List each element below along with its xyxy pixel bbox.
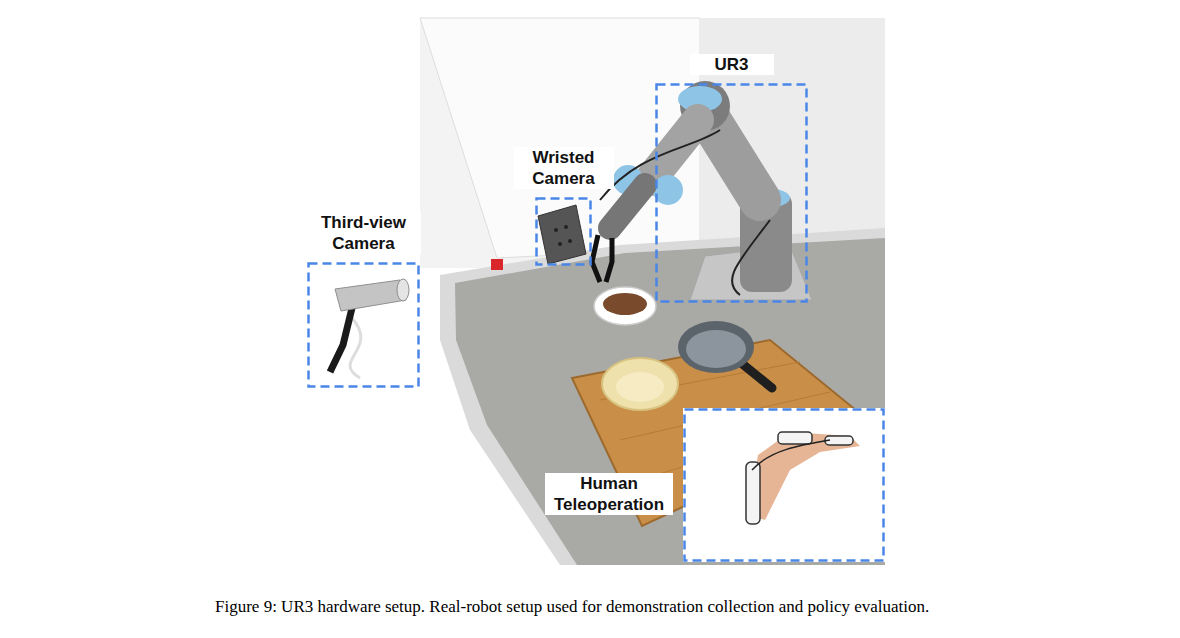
room-walls: [700, 18, 885, 243]
nut-bowl: [603, 293, 647, 315]
nut-bowl: [594, 287, 656, 325]
third-view-camera: [335, 280, 406, 311]
room-walls: [420, 18, 885, 268]
robot-arm: [606, 238, 612, 282]
frying-pan: [740, 362, 772, 388]
table-top: [440, 228, 885, 565]
yellow-bowl: [616, 372, 664, 402]
camera-box: Wristed Camera: [535, 197, 592, 266]
third-view-camera: [397, 279, 409, 301]
part-label: Third-view Camera: [307, 212, 421, 255]
robot-arm: [592, 81, 812, 300]
dashed-outline: [537, 199, 591, 265]
wrist-camera: [558, 242, 562, 246]
teleoperation-photo: [683, 408, 885, 562]
red-cube: [491, 259, 503, 270]
teleoperation-photo: [683, 408, 885, 562]
dashed-outline: [685, 410, 884, 561]
part-label: Wristed Camera: [514, 147, 614, 190]
third-view-camera: [330, 308, 352, 372]
yellow-bowl: [602, 358, 678, 410]
dashed-outline: [655, 83, 808, 303]
robot-arm: [610, 185, 645, 228]
table-top: [440, 228, 885, 565]
dashed-outline: [683, 408, 885, 562]
dashed-outline: [307, 262, 420, 388]
robot-arm: [600, 130, 720, 200]
robot-arm: [732, 220, 770, 295]
table-top: [455, 238, 885, 565]
wrist-camera: [538, 205, 586, 264]
teleoperation-photo: [778, 432, 812, 444]
frying-pan: [678, 321, 754, 373]
teleoperation-box: Human Teleoperation: [683, 408, 885, 562]
teleoperation-photo: [748, 432, 860, 520]
room-walls: [298, 18, 885, 565]
nut-bowl: [594, 287, 656, 325]
part-label: UR3: [690, 54, 774, 75]
frying-pan: [686, 330, 746, 368]
wrist-camera: [568, 239, 572, 243]
camera-box: Third-view Camera: [307, 262, 420, 388]
third-view-camera: [350, 318, 361, 378]
part-label: Human Teleoperation: [545, 473, 673, 516]
third-view-camera: [330, 279, 409, 378]
red-cube: [491, 259, 503, 270]
teleoperation-photo: [752, 440, 830, 470]
wrist-camera: [554, 228, 558, 232]
dashed-outline: [309, 264, 419, 387]
frying-pan: [678, 321, 772, 388]
robot-arm: [592, 235, 600, 282]
dashed-outline: [657, 85, 807, 302]
figure-caption: Figure 9: UR3 hardware setup. Real-robot…: [215, 597, 929, 617]
teleoperation-photo: [746, 462, 760, 524]
room-walls: [298, 18, 885, 565]
yellow-bowl: [602, 358, 678, 410]
robot-box: UR3: [655, 83, 808, 303]
wrist-camera: [564, 225, 568, 229]
dashed-outline: [535, 197, 592, 266]
wrist-camera: [538, 205, 586, 264]
